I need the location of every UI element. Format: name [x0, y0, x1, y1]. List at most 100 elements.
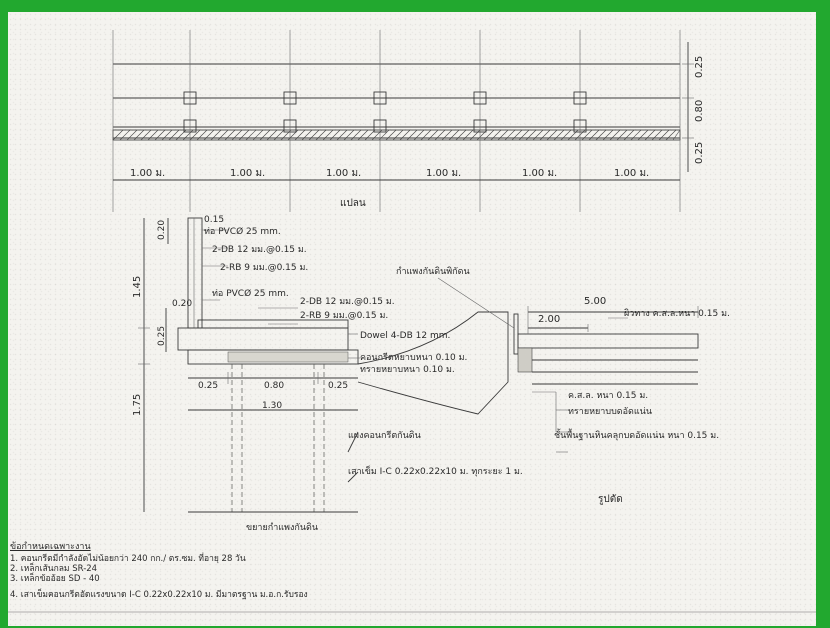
hatch-line — [259, 129, 271, 141]
hatch-line — [672, 129, 681, 141]
base-course-label: ชั้นพื้นฐานหินคลุกบดอัดแน่น หนา 0.15 ม. — [554, 428, 719, 441]
hatch-line — [595, 129, 607, 141]
hatch-line — [539, 129, 551, 141]
drawing-canvas: 0.25 0.80 0.25 1.00 ม. 1.00 ม. 1.00 ม. 1… — [8, 30, 816, 613]
hatch-line — [308, 129, 320, 141]
hatch-line — [231, 129, 243, 141]
hatch-line — [315, 129, 327, 141]
hatch-line — [273, 129, 285, 141]
hatch-line — [609, 129, 621, 141]
hatch-line — [483, 129, 495, 141]
rebar-rb-mid: 2-RB 9 มม.@0.15 ม. — [300, 311, 388, 321]
rebar-rb-top: 2-RB 9 มม.@0.15 ม. — [220, 263, 308, 273]
ground-label: แผงคอนกรีตกันดิน — [348, 430, 421, 441]
pvc-label-mid: ท่อ PVCØ 25 mm. — [212, 288, 289, 299]
plan-span-1: 1.00 ม. — [130, 168, 165, 179]
hatch-line — [413, 129, 425, 141]
wall-dim-015: 0.15 — [204, 215, 224, 225]
wall-section: 0.15 0.20 ท่อ PVCØ 25 mm. 2-DB 12 มม.@0.… — [132, 215, 523, 533]
hatch-line — [224, 129, 236, 141]
hatch-line — [532, 129, 544, 141]
hatch-line — [329, 129, 341, 141]
note-item-2: 2. เหล็กเส้นกลม SR-24 — [10, 564, 98, 574]
hatch-line — [161, 129, 173, 141]
plan-span-2: 1.00 ม. — [230, 168, 265, 179]
hatch-line — [154, 129, 166, 141]
hatch-line — [630, 129, 642, 141]
hatch-line — [203, 129, 215, 141]
lean-concrete-label: คอนกรีตหยาบหนา 0.10 ม. — [360, 352, 467, 363]
pvc-label-top: ท่อ PVCØ 25 mm. — [204, 226, 281, 237]
rc-slab-label: ค.ส.ล. หนา 0.15 ม. — [568, 391, 648, 401]
hatch-line — [448, 129, 460, 141]
note-item-1: 1. คอนกรีตมีกำลังอัดไม่น้อยกว่า 240 กก./… — [10, 554, 246, 564]
plan-dim-080: 0.80 — [694, 100, 705, 122]
plan-view: 0.25 0.80 0.25 1.00 ม. 1.00 ม. 1.00 ม. 1… — [112, 30, 705, 212]
hatch-line — [399, 129, 411, 141]
plan-span-4: 1.00 ม. — [426, 168, 461, 179]
hatch-line — [364, 129, 376, 141]
hatch-line — [518, 129, 530, 141]
note-item-4: 4. เสาเข็มคอนกรีตอัดแรงขนาด I-C 0.22x0.2… — [10, 590, 308, 600]
plan-dim-025: 0.25 — [694, 56, 705, 78]
hatch-line — [525, 129, 537, 141]
hatch-line — [238, 129, 250, 141]
wall-dim-025b: 0.25 — [328, 381, 348, 391]
hatch-line — [623, 129, 635, 141]
hatch-line — [602, 129, 614, 141]
wall-dim-175: 1.75 — [132, 394, 143, 416]
hatch-line — [189, 129, 201, 141]
hatch-line — [112, 129, 124, 141]
hatch-line — [616, 129, 628, 141]
hatch-line — [637, 129, 649, 141]
road-surface-label: ผิวทาง ค.ส.ล.หนา 0.15 ม. — [624, 308, 730, 319]
paper-texture — [8, 12, 816, 626]
hatch-line — [301, 129, 313, 141]
hatch-line — [553, 129, 565, 141]
hatch-line — [147, 129, 159, 141]
hatch-line — [357, 129, 369, 141]
hatch-line — [168, 129, 180, 141]
wall-dim-145: 1.45 — [132, 276, 143, 298]
hatch-line — [462, 129, 474, 141]
rebar-db-top: 2-DB 12 มม.@0.15 ม. — [212, 245, 307, 255]
hatch-line — [385, 129, 397, 141]
hatch-line — [658, 129, 670, 141]
rebar-db-mid: 2-DB 12 มม.@0.15 ม. — [300, 297, 395, 307]
wall-dim-025a: 0.25 — [198, 381, 218, 391]
notes-heading: ข้อกำหนดเฉพาะงาน — [10, 542, 91, 552]
hatch-line — [245, 129, 257, 141]
hatch-line — [665, 129, 677, 141]
hatch-line — [644, 129, 656, 141]
wall-dim-025v: 0.25 — [157, 326, 167, 346]
compacted-sand-label: ทรายหยาบบดอัดแน่น — [568, 407, 652, 417]
hatch-line — [504, 129, 516, 141]
wall-dim-130: 1.30 — [262, 401, 282, 411]
hatch-line — [490, 129, 502, 141]
plan-span-3: 1.00 ม. — [326, 168, 361, 179]
road-dim-200: 2.00 — [538, 314, 560, 325]
hatch-line — [196, 129, 208, 141]
hatch-line — [560, 129, 572, 141]
hatch-line — [511, 129, 523, 141]
wall-dim-080: 0.80 — [264, 381, 284, 391]
hatch-line — [140, 129, 152, 141]
hatch-line — [378, 129, 390, 141]
sand-label: ทรายหยาบหนา 0.10 ม. — [360, 365, 455, 375]
plan-dim-025b: 0.25 — [694, 142, 705, 164]
wall-dim-020-mid: 0.20 — [172, 299, 192, 309]
plan-title: แปลน — [340, 198, 366, 209]
hatch-line — [322, 129, 334, 141]
section-title: รูปตัด — [598, 494, 623, 505]
hatch-line — [441, 129, 453, 141]
wall-detail-title: ขยายกำแพงกันดิน — [246, 522, 318, 533]
hatch-line — [420, 129, 432, 141]
hatch-line — [455, 129, 467, 141]
hatch-line — [427, 129, 439, 141]
hatch-line — [588, 129, 600, 141]
hatch-line — [217, 129, 229, 141]
wall-dim-020-top: 0.20 — [157, 220, 167, 240]
plan-span-5: 1.00 ม. — [522, 168, 557, 179]
plan-hatch — [112, 129, 681, 141]
